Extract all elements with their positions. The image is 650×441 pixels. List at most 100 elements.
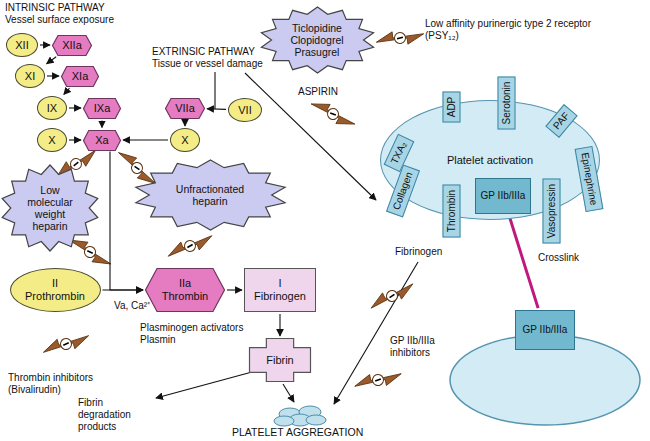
connector xyxy=(279,314,280,336)
node-label: XIa xyxy=(72,70,89,83)
text-label: Va, Ca²⁺ xyxy=(114,300,150,312)
node-label: Unfractionated heparin xyxy=(168,183,253,207)
node-label: XI xyxy=(25,70,35,83)
node-label: Serotonin xyxy=(500,82,512,125)
node-text: IIa xyxy=(162,277,208,290)
text-label: Plasminogen activators Plasmin xyxy=(140,322,245,346)
receptor-box: ADP xyxy=(442,92,460,123)
node-label: IXa xyxy=(94,102,111,115)
text-label: EXTRINSIC PATHWAY xyxy=(152,46,255,58)
node-text: Ticlopidine Clopidogrel Prasugrel xyxy=(285,22,349,58)
connector xyxy=(509,216,538,308)
node-text: TXA₂ xyxy=(389,140,409,166)
aggregation-arrow xyxy=(283,384,294,402)
node-text: Serotonin xyxy=(500,82,512,125)
shape-fill xyxy=(135,160,284,230)
fibrinogen-arrow xyxy=(334,262,418,404)
connector xyxy=(227,289,242,290)
active-factor: IIaThrombin xyxy=(145,268,225,312)
extrinsic-line xyxy=(214,72,215,109)
fibrin-cross: Fibrin xyxy=(249,338,311,382)
text-label: INTRINSIC PATHWAY xyxy=(5,2,105,14)
connector xyxy=(64,88,70,95)
connector xyxy=(110,152,143,291)
receptor-box: Epinephrine xyxy=(575,146,604,212)
node-text: Vasopressin xyxy=(545,184,557,238)
node-text: IXa xyxy=(94,102,111,115)
node-label: Vasopressin xyxy=(545,184,557,238)
shape-fill xyxy=(84,98,121,118)
inhibitor-symbol xyxy=(308,98,359,129)
aggregated-platelet xyxy=(306,415,326,425)
factor-oval: X xyxy=(37,128,67,152)
node-text: XIa xyxy=(72,70,89,83)
connector xyxy=(123,139,168,140)
node-label: Collagen xyxy=(391,170,415,211)
node-label: PAF xyxy=(551,110,572,132)
shape-fill xyxy=(53,35,92,55)
shape-fill xyxy=(261,7,373,73)
text-label: Thrombin inhibitors (Bivalirudin) xyxy=(8,372,120,396)
receptor-box: PAF xyxy=(545,104,577,138)
receptor-box: Serotonin xyxy=(497,77,515,130)
shape-fill xyxy=(84,130,121,150)
drug-starburst: Unfractionated heparin xyxy=(133,159,288,231)
fibrinogen-box: IFibrinogen xyxy=(244,268,316,312)
connector xyxy=(69,107,81,108)
receptor-box: GP IIb/IIIa xyxy=(515,310,575,350)
node-text: II xyxy=(25,277,85,290)
node-label: IIProthrombin xyxy=(25,277,85,302)
node-text: XIIa xyxy=(62,39,82,52)
node-label: VII xyxy=(238,104,251,117)
factor-oval: IIProthrombin xyxy=(10,268,101,312)
text-label: Fibrinogen xyxy=(395,246,442,258)
node-text: ADP xyxy=(445,97,457,118)
node-label: XIIa xyxy=(62,39,82,52)
inhibitor-symbol xyxy=(165,227,215,265)
receptor-box: Vasopressin xyxy=(542,179,560,244)
inhibitor-symbol xyxy=(375,24,426,52)
receptor-box: Collagen xyxy=(386,164,420,217)
connector xyxy=(40,44,50,45)
node-label: GP IIb/IIIa xyxy=(481,190,526,202)
node-text: XI xyxy=(25,70,35,83)
text-label: Vessel surface exposure xyxy=(5,14,114,26)
node-text: VII xyxy=(238,104,251,117)
drug-starburst: Ticlopidine Clopidogrel Prasugrel xyxy=(259,6,376,74)
node-text: Thrombin xyxy=(445,190,457,232)
edge-label: Crosslink xyxy=(536,252,581,263)
connector xyxy=(69,139,81,140)
shape-fill xyxy=(2,165,98,251)
connector xyxy=(207,108,226,110)
node-text: Xa xyxy=(95,134,108,147)
inhibitor-symbol xyxy=(368,276,416,317)
node-text: Fibrinogen xyxy=(254,290,306,303)
active-factor: XIIa xyxy=(52,35,92,56)
text-label: PLATELET AGGREGATION xyxy=(232,426,363,439)
text-label: Tissue or vessel damage xyxy=(152,58,263,70)
factor-oval: IX xyxy=(37,96,67,120)
node-label: IIaThrombin xyxy=(162,277,208,302)
node-text: Fibrin xyxy=(266,354,294,367)
connector xyxy=(47,57,57,64)
node-text: Epinephrine xyxy=(579,152,600,207)
connector xyxy=(184,121,185,127)
active-factor: Xa xyxy=(83,130,121,151)
node-text: Collagen xyxy=(391,170,415,211)
connector xyxy=(101,121,102,128)
platelet-cell: Platelet activationTXA₂ADPSerotoninPAFCo… xyxy=(380,100,600,220)
shape-fill xyxy=(62,66,99,86)
active-factor: VIIa xyxy=(165,98,205,119)
node-label: IFibrinogen xyxy=(254,277,306,302)
node-text: PAF xyxy=(551,110,572,132)
connector xyxy=(103,289,144,290)
node-label: X xyxy=(181,134,188,147)
factor-oval: VII xyxy=(228,98,262,122)
node-label: X xyxy=(48,134,55,147)
node-label: ADP xyxy=(445,97,457,118)
active-factor: IXa xyxy=(83,98,121,119)
connector xyxy=(47,75,59,76)
node-text: GP IIb/IIIa xyxy=(523,324,568,336)
